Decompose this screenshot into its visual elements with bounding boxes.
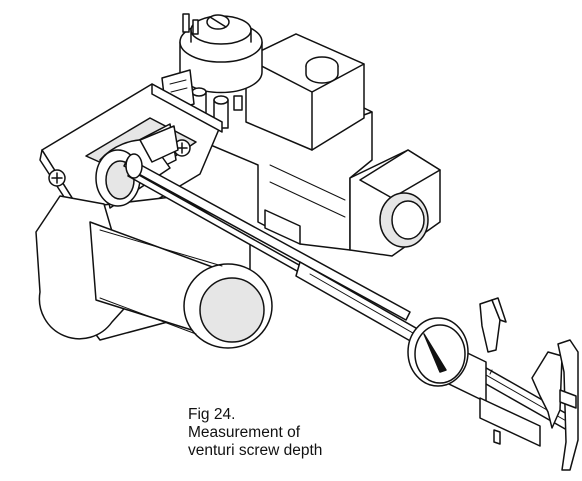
caption-line-description: Measurement of bbox=[188, 424, 300, 441]
caption-line-figure-number: Fig 24. bbox=[188, 406, 236, 423]
venturi-tube bbox=[35, 139, 273, 349]
caption-line-description-cont: venturi screw depth bbox=[188, 442, 323, 459]
phillips-screw-icon bbox=[48, 169, 66, 187]
dial-gauge bbox=[407, 317, 469, 387]
gas-valve bbox=[161, 13, 441, 257]
figure-caption: Fig 24. Measurement of venturi screw dep… bbox=[188, 406, 388, 460]
orifice-clip bbox=[139, 125, 179, 163]
phillips-screw-icon bbox=[173, 139, 191, 157]
